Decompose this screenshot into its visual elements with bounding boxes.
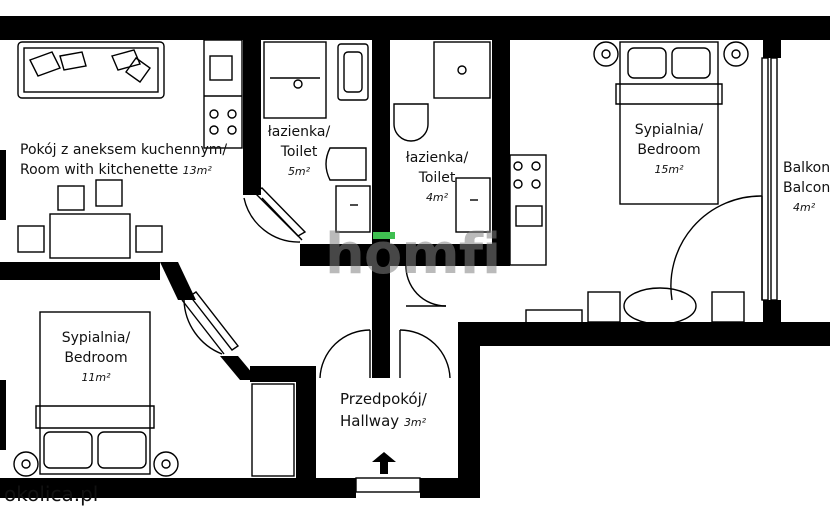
bath-lower-wall: [300, 244, 510, 266]
bedroom-15-door: [670, 195, 763, 301]
hallway-area: 3m²: [403, 416, 427, 429]
label-bedroom-15: Sypialnia/ Bedroom 15m²: [626, 120, 712, 180]
bed-11: [13, 311, 179, 477]
bedroom-11-name-en: Bedroom: [64, 350, 128, 366]
bathroom-5-name-en: Toilet: [280, 144, 318, 160]
living-room-door: [243, 187, 307, 243]
angled-wall-lower: [220, 356, 258, 380]
homfi-watermark: homfi: [325, 222, 501, 287]
entrance: [355, 452, 421, 493]
right-mid-wall: [458, 322, 830, 346]
balcony-name-en: Balcony: [783, 180, 830, 196]
label-balcony: Balkon/ Balcony 4m²: [783, 158, 830, 218]
bathroom-4-name-en: Toilet: [418, 170, 456, 186]
living-room-area: 13m²: [182, 164, 212, 177]
balcony-table: [525, 287, 745, 325]
label-bathroom-4: łazienka/ Toilet 4m²: [400, 148, 474, 208]
bedroom-15-name-en: Bedroom: [637, 142, 701, 158]
balcony-name-pl: Balkon/: [783, 160, 830, 176]
wall-bath-bath: [372, 40, 390, 280]
label-bathroom-5: łazienka/ Toilet 5m²: [264, 122, 334, 182]
wardrobe: [251, 383, 295, 477]
kitchen-side-counter: [509, 154, 547, 266]
wall-bedroom-balcony: [763, 40, 781, 58]
bathroom-5-area: 5m²: [287, 165, 311, 178]
bed-15: [593, 41, 749, 205]
bathroom-5-name-pl: łazienka/: [267, 124, 331, 140]
label-hallway: Przedpokój/ Hallway 3m²: [340, 388, 427, 434]
left-wall-strip: [0, 150, 6, 220]
angled-wall-upper: [160, 262, 196, 300]
label-living-room: Pokój z aneksem kuchennym/ Room with kit…: [20, 140, 227, 181]
bathroom-4-fixtures: [393, 41, 491, 307]
wall-hall-mid: [372, 280, 390, 378]
balcony-window: [761, 57, 778, 301]
bedroom-15-name-pl: Sypialnia/: [634, 122, 704, 138]
bathroom-4-area: 4m²: [425, 191, 449, 204]
hallway-right-wall: [458, 322, 480, 498]
bedroom-15-area: 15m²: [654, 163, 684, 176]
bathroom-4-name-pl: łazienka/: [405, 150, 469, 166]
bathroom-5-fixtures: [263, 41, 371, 233]
source-watermark: okolica.pl: [4, 482, 99, 506]
sofa: [17, 41, 165, 99]
top-wall: [0, 16, 830, 40]
label-bedroom-11: Sypialnia/ Bedroom 11m²: [48, 328, 144, 388]
bedroom-11-name-pl: Sypialnia/: [61, 330, 131, 346]
dining-table: [17, 179, 163, 259]
bedroom-11-area: 11m²: [81, 371, 111, 384]
hall-ledge: [250, 366, 316, 382]
entrance-arrow: [372, 452, 396, 474]
wall-bath-bedroom: [492, 40, 510, 265]
bedroom-11-door: [181, 291, 240, 355]
living-room-name-pl: Pokój z aneksem kuchennym/: [20, 142, 228, 158]
balcony-area: 4m²: [793, 201, 816, 214]
wall-bedroom-balcony-low: [763, 300, 781, 324]
kitchen-counter: [203, 39, 243, 149]
living-room-name-en: Room with kitchenette: [20, 162, 179, 178]
left-mid-wall: [0, 262, 160, 280]
walls: [0, 16, 830, 498]
bottom-wall-right: [420, 478, 480, 498]
hallway-left-wall: [296, 378, 316, 498]
hallway-name-en: Hallway: [340, 412, 400, 430]
left-wall-strip-low: [0, 380, 6, 450]
hallway-name-pl: Przedpokój/: [340, 390, 427, 408]
hallway-doors: [319, 329, 451, 379]
watermark-accent: [373, 232, 395, 239]
bottom-wall-left: [0, 478, 356, 498]
wall-living-bath: [243, 40, 261, 195]
